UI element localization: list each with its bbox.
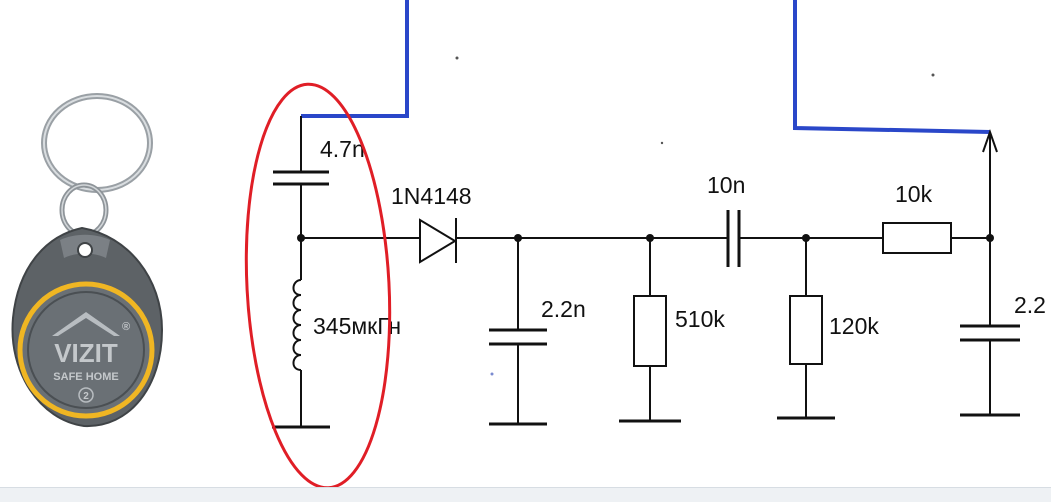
keyfob-number: 2 — [83, 391, 89, 402]
label-diode: 1N4148 — [391, 183, 472, 209]
label-r-bias: 120k — [829, 313, 879, 339]
keyfob-subtitle: SAFE HOME — [53, 371, 118, 383]
circuit-wires — [300, 116, 991, 427]
resistor-120k — [789, 295, 823, 365]
diode-1n4148 — [419, 218, 457, 264]
capacitor-4n7 — [273, 170, 329, 186]
antenna-lines — [301, 0, 991, 134]
specks — [455, 56, 935, 376]
capacitor-2n2 — [489, 328, 547, 346]
label-inductor: 345мкГн — [313, 313, 401, 339]
ground-symbols — [272, 413, 1020, 429]
keyfob-hole — [77, 242, 93, 258]
highlight-ellipse — [244, 82, 392, 490]
label-r-load: 510k — [675, 306, 725, 332]
resistor-510k — [633, 295, 667, 367]
arrow-icon — [982, 128, 998, 153]
capacitor-10n — [726, 210, 741, 267]
resistor-10k — [882, 222, 952, 254]
antenna-left — [301, 0, 409, 118]
capacitor-output — [960, 324, 1020, 342]
keyfob-image: VIZIT ® SAFE HOME 2 — [11, 93, 164, 428]
bottom-strip — [0, 487, 1051, 502]
label-c-input: 4.7n — [320, 136, 365, 162]
keyfob-gold-ring — [17, 281, 155, 419]
antenna-right — [793, 0, 991, 134]
keyfob-registered: ® — [122, 321, 130, 333]
label-c-filter: 2.2n — [541, 296, 586, 322]
junction-dots — [297, 234, 994, 242]
keyfob-brand: VIZIT — [54, 338, 118, 368]
label-c-output: 2.2 — [1014, 292, 1046, 318]
house-logo-icon — [52, 312, 120, 336]
inductor-345uh — [292, 279, 302, 371]
label-c-coupling: 10n — [707, 172, 745, 198]
label-r-series: 10k — [895, 181, 933, 207]
